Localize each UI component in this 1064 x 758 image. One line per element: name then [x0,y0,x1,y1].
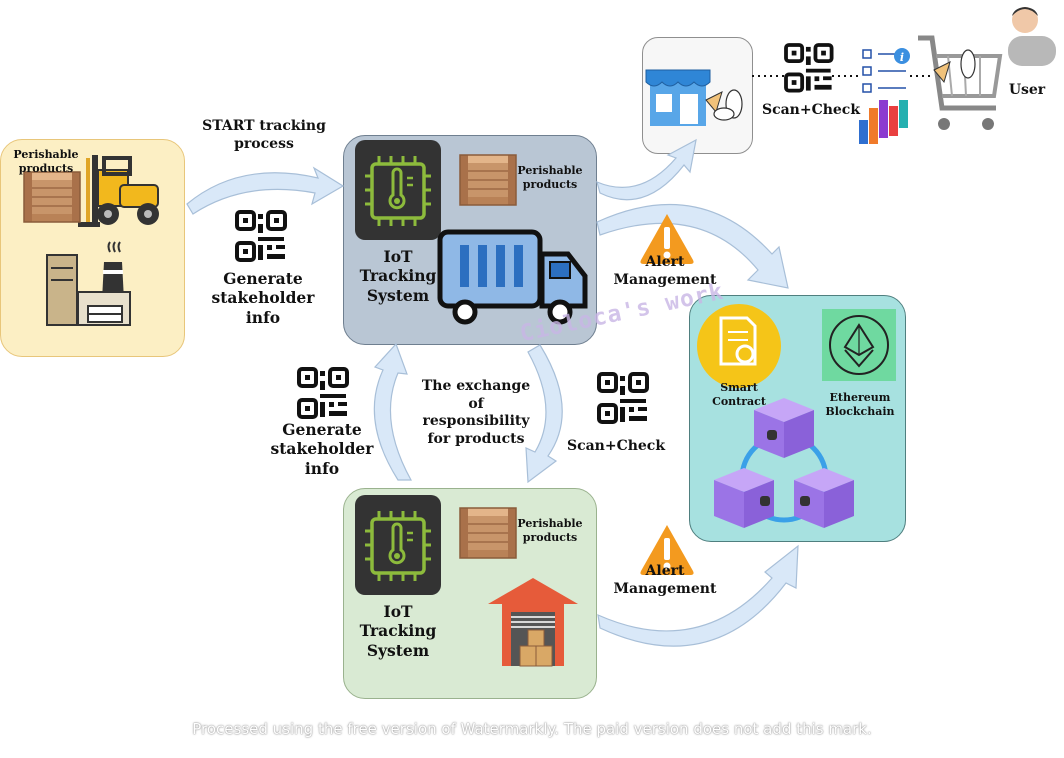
factory-icon [46,241,131,326]
truck-icon [437,229,588,325]
crate-icon [459,154,517,206]
qr-code-icon [235,210,287,262]
qr-code-icon [597,372,649,424]
footer-watermark: Processed using the free version of Wate… [192,720,872,738]
store-icon [645,69,711,126]
alert-bottom-label: Alert Management [613,563,717,597]
iot-top-products-label: Perishable products [517,164,583,191]
retail-scan-check-label: Scan+Check [761,102,861,118]
iot-bottom-products-label: Perishable products [517,517,583,544]
user-avatar-icon [1008,7,1056,66]
ethereum-label: Ethereum Blockchain [825,391,895,418]
flow-arrows [186,138,799,647]
alert-top-label: Alert Management [613,254,717,288]
svg-text:i: i [900,51,904,64]
generate-info-bottom-label: Generate stakeholder info [270,420,374,478]
crate-icon [459,507,517,559]
checklist-icon: i [862,48,910,93]
crate-icon [23,171,81,223]
mid-scan-check-label: Scan+Check [566,438,666,454]
food-icon [705,89,743,121]
smart-contract-label: Smart Contract [712,381,766,408]
iot-bottom-title: IoT Tracking System [359,602,437,660]
generate-info-top-label: Generate stakeholder info [211,269,315,327]
bar-chart-icon [859,100,908,144]
user-label: User [1008,82,1046,98]
producer-products-label: Perishable products [13,148,79,175]
qr-code-icon [784,43,834,93]
forklift-icon [78,155,159,227]
smart-contract-icon [697,304,781,388]
blockchain-cubes-icon [714,398,854,528]
exchange-label: The exchange of responsibility for produ… [421,378,531,447]
iot-top-title: IoT Tracking System [359,247,437,305]
shopping-cart-icon [918,35,1003,130]
ethereum-icon [822,309,896,381]
iot-chip-icon [353,138,443,242]
iot-chip-icon [353,493,443,597]
start-tracking-label: START tracking process [202,118,326,152]
qr-code-icon [297,367,349,419]
warehouse-icon [488,578,578,667]
